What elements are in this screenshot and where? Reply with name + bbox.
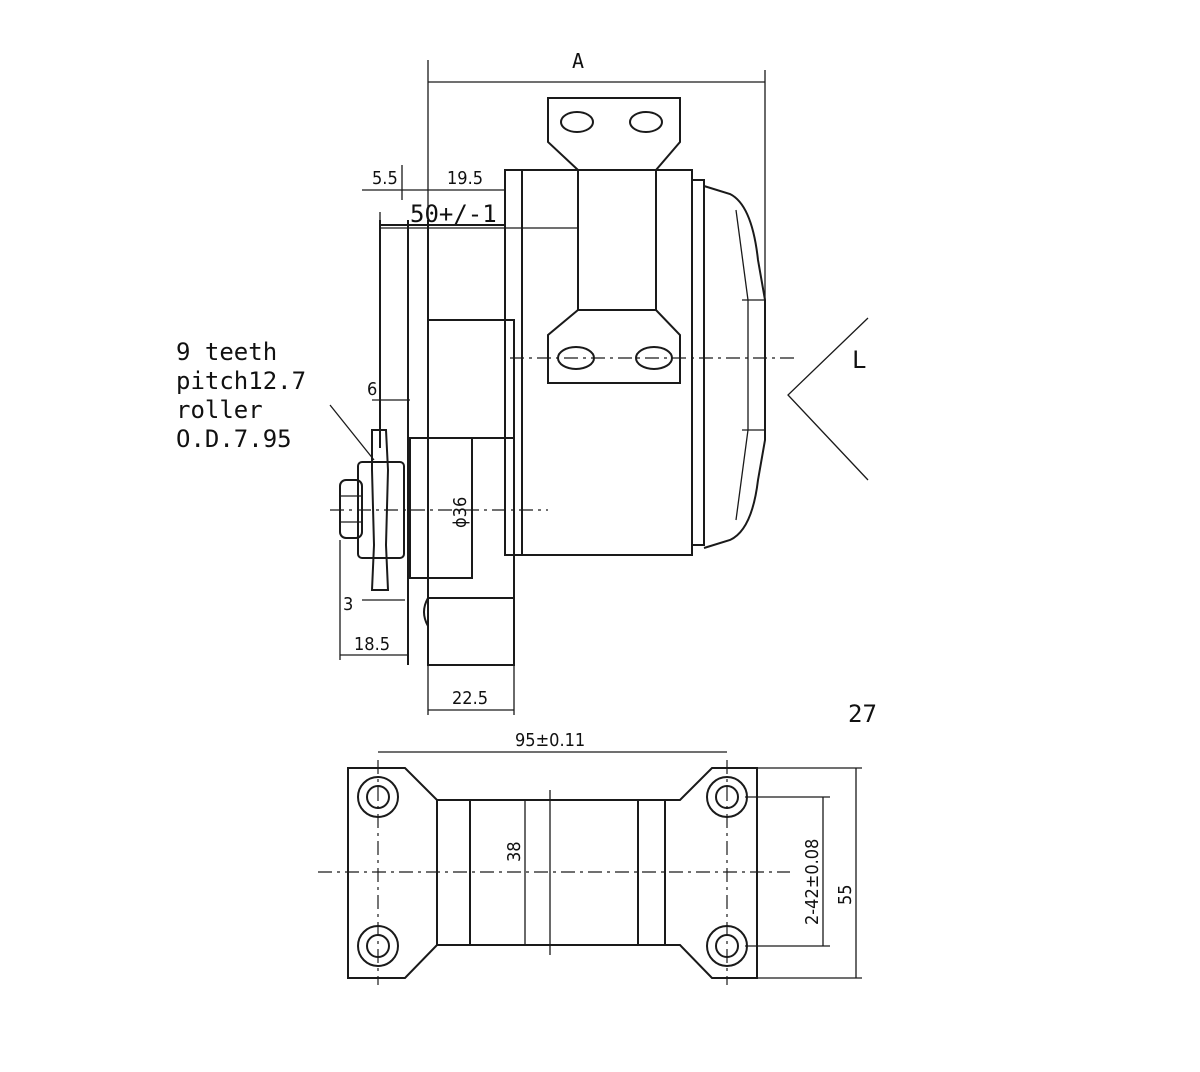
- dim-a-label: A: [572, 49, 584, 73]
- mount-plate: [347, 767, 758, 979]
- note-line-pitch: pitch12.7: [176, 367, 306, 395]
- top-bracket: [547, 97, 681, 171]
- side-view: A 5.5 19.5 50+/-1 6 ϕ36 3 18.5 22.5 L: [329, 49, 877, 728]
- top-bracket-slot-left: [560, 111, 594, 133]
- gear-housing: [427, 319, 515, 666]
- note-line-od: O.D.7.95: [176, 425, 292, 453]
- note-line-roller: roller: [176, 396, 263, 424]
- dim-195-label: 19.5: [447, 168, 483, 189]
- dim-3-label: 3: [343, 594, 353, 615]
- dim-l-leader: [787, 317, 869, 481]
- mount-view: 95±0.11 38 2-42±0.08 55: [318, 730, 862, 985]
- dim-225-label: 22.5: [452, 688, 488, 709]
- rear-bell: [703, 185, 766, 549]
- shaft-nut: [339, 479, 363, 539]
- end-cap: [691, 179, 705, 546]
- dim-l-label: L: [852, 346, 866, 374]
- dim-phi36-label: ϕ36: [450, 497, 471, 528]
- dim-185-label: 18.5: [354, 634, 390, 655]
- dim-27-label: 27: [848, 700, 877, 728]
- dim-38-label: 38: [504, 841, 525, 862]
- housing-notch: [423, 597, 429, 627]
- sprocket-note: 9 teeth pitch12.7 roller O.D.7.95: [176, 338, 306, 453]
- dim-50-label: 50+/-1: [410, 200, 497, 228]
- dim-42-label: 2-42±0.08: [802, 839, 823, 925]
- dim-6-label: 6: [367, 379, 377, 400]
- sprocket-note-leader: [329, 404, 375, 461]
- lower-bracket: [547, 309, 681, 384]
- dim-95-label: 95±0.11: [515, 730, 585, 751]
- rear-bell-inner: [735, 209, 749, 521]
- note-line-teeth: 9 teeth: [176, 338, 277, 366]
- sprocket: [370, 429, 390, 591]
- dim-55-label: 5.5: [372, 168, 398, 189]
- top-bracket-slot-right: [629, 111, 663, 133]
- dim-55-mount-label: 55: [835, 884, 856, 905]
